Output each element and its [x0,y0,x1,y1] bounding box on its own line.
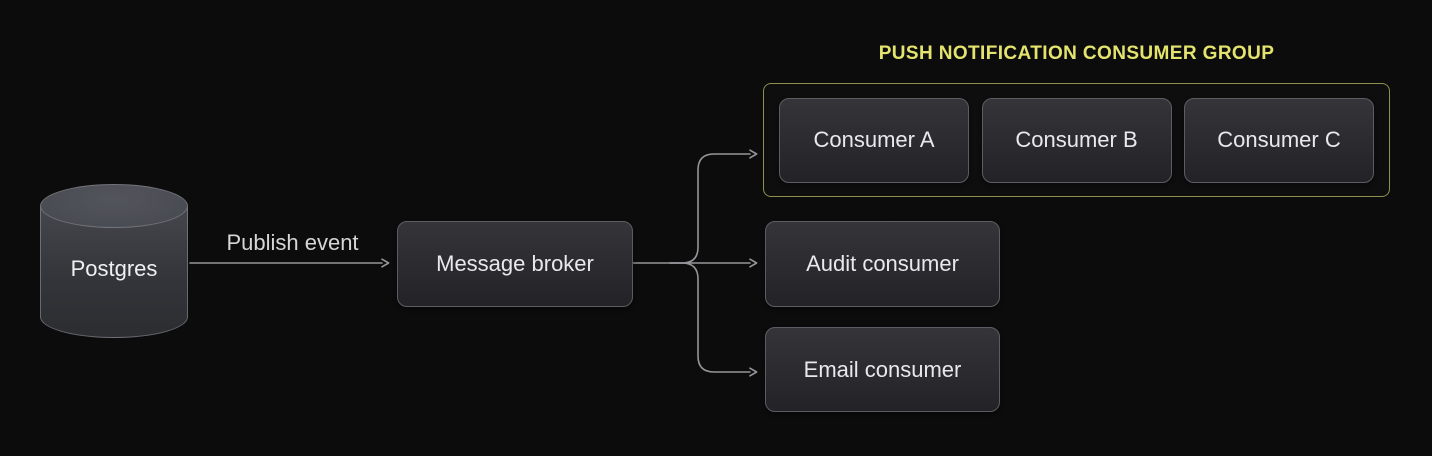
consumer-c-node: Consumer C [1184,97,1374,183]
audit-consumer-node: Audit consumer [765,221,1000,307]
message-broker-node: Message broker [397,221,633,307]
postgres-label: Postgres [70,256,158,281]
publish-event-label: Publish event [226,230,359,255]
consumer-group-title: PUSH NOTIFICATION CONSUMER GROUP [878,43,1275,64]
push-notification-consumer-group: Consumer A Consumer B Consumer C [763,83,1390,197]
cylinder-body [40,206,188,338]
cylinder-top-ellipse [40,184,188,228]
consumer-a-node: Consumer A [779,97,969,183]
consumer-b-node: Consumer B [981,97,1172,183]
email-consumer-node: Email consumer [765,327,1000,412]
connector-broker-to-email [669,262,758,377]
postgres-database-node: Postgres [40,184,188,338]
connector-broker-to-consumer-group [669,149,758,264]
